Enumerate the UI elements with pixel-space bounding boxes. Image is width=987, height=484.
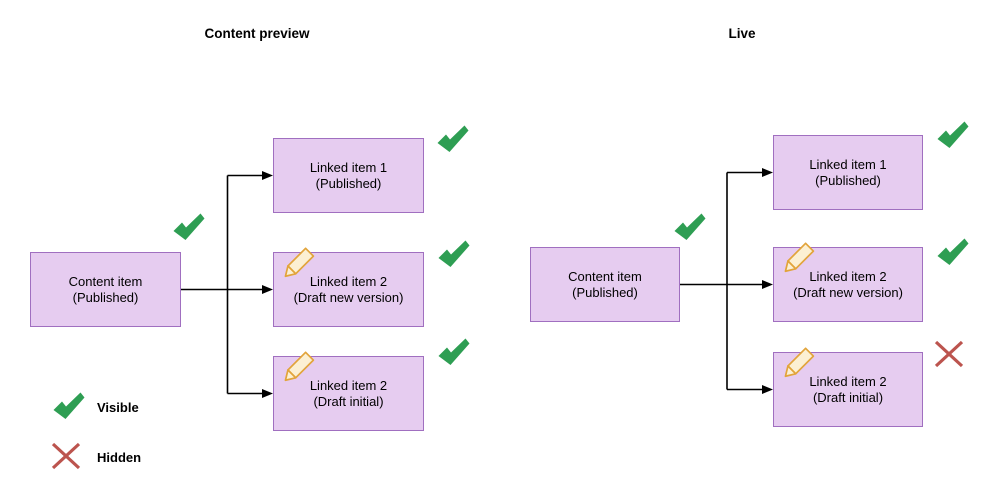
node-label-line2: (Draft initial) <box>812 389 884 405</box>
pencil-icon <box>284 351 315 382</box>
check-icon <box>436 125 469 153</box>
node-linked-item-2-draft-initial-preview: Linked item 2 (Draft initial) <box>273 351 424 431</box>
legend-visible-label: Visible <box>97 400 139 415</box>
node-linked-item-1-preview: Linked item 1 (Published) <box>273 138 424 213</box>
node-label-line1: Linked item 1 <box>309 159 388 175</box>
node-linked-item-2-draft-new-preview: Linked item 2 (Draft new version) <box>273 247 424 327</box>
node-content-item-live: Content item (Published) <box>530 247 680 322</box>
node-label-line2: (Published) <box>315 175 382 191</box>
pencil-icon <box>284 247 315 278</box>
legend-hidden-label: Hidden <box>97 450 142 465</box>
pencil-icon <box>784 242 815 273</box>
check-icon <box>936 121 969 149</box>
node-label-line1: Linked item 1 <box>809 156 887 172</box>
cross-icon <box>933 340 966 368</box>
pencil-icon <box>784 347 815 378</box>
check-icon <box>437 338 470 366</box>
node-label-line1: Linked item 2 <box>809 373 887 389</box>
check-icon <box>437 240 470 268</box>
check-icon <box>172 213 205 241</box>
legend-check-icon <box>52 392 85 420</box>
node-label-line1: Content item <box>568 268 642 284</box>
node-label-line1: Content item <box>68 273 143 289</box>
diagram-title-content-preview: Content preview <box>204 26 310 41</box>
node-linked-item-2-draft-new-live: Linked item 2 (Draft new version) <box>773 242 923 322</box>
node-linked-item-2-draft-initial-live: Linked item 2 (Draft initial) <box>773 347 923 427</box>
check-icon <box>936 238 969 266</box>
check-icon <box>673 213 706 241</box>
node-label-line2: (Published) <box>572 284 638 300</box>
node-linked-item-1-live: Linked item 1 (Published) <box>773 135 923 210</box>
node-label-line2: (Draft new version) <box>793 284 903 300</box>
node-label-line2: (Published) <box>72 289 139 305</box>
node-label-line1: Linked item 2 <box>809 268 887 284</box>
node-label-line2: (Draft new version) <box>293 289 404 305</box>
node-label-line1: Linked item 2 <box>309 377 388 393</box>
node-label-line2: (Published) <box>815 172 881 188</box>
node-content-item-preview: Content item (Published) <box>30 252 181 327</box>
node-label-line1: Linked item 2 <box>309 273 388 289</box>
node-label-line2: (Draft initial) <box>313 393 384 409</box>
diagram-title-live: Live <box>728 26 756 41</box>
legend-cross-icon <box>50 442 83 470</box>
